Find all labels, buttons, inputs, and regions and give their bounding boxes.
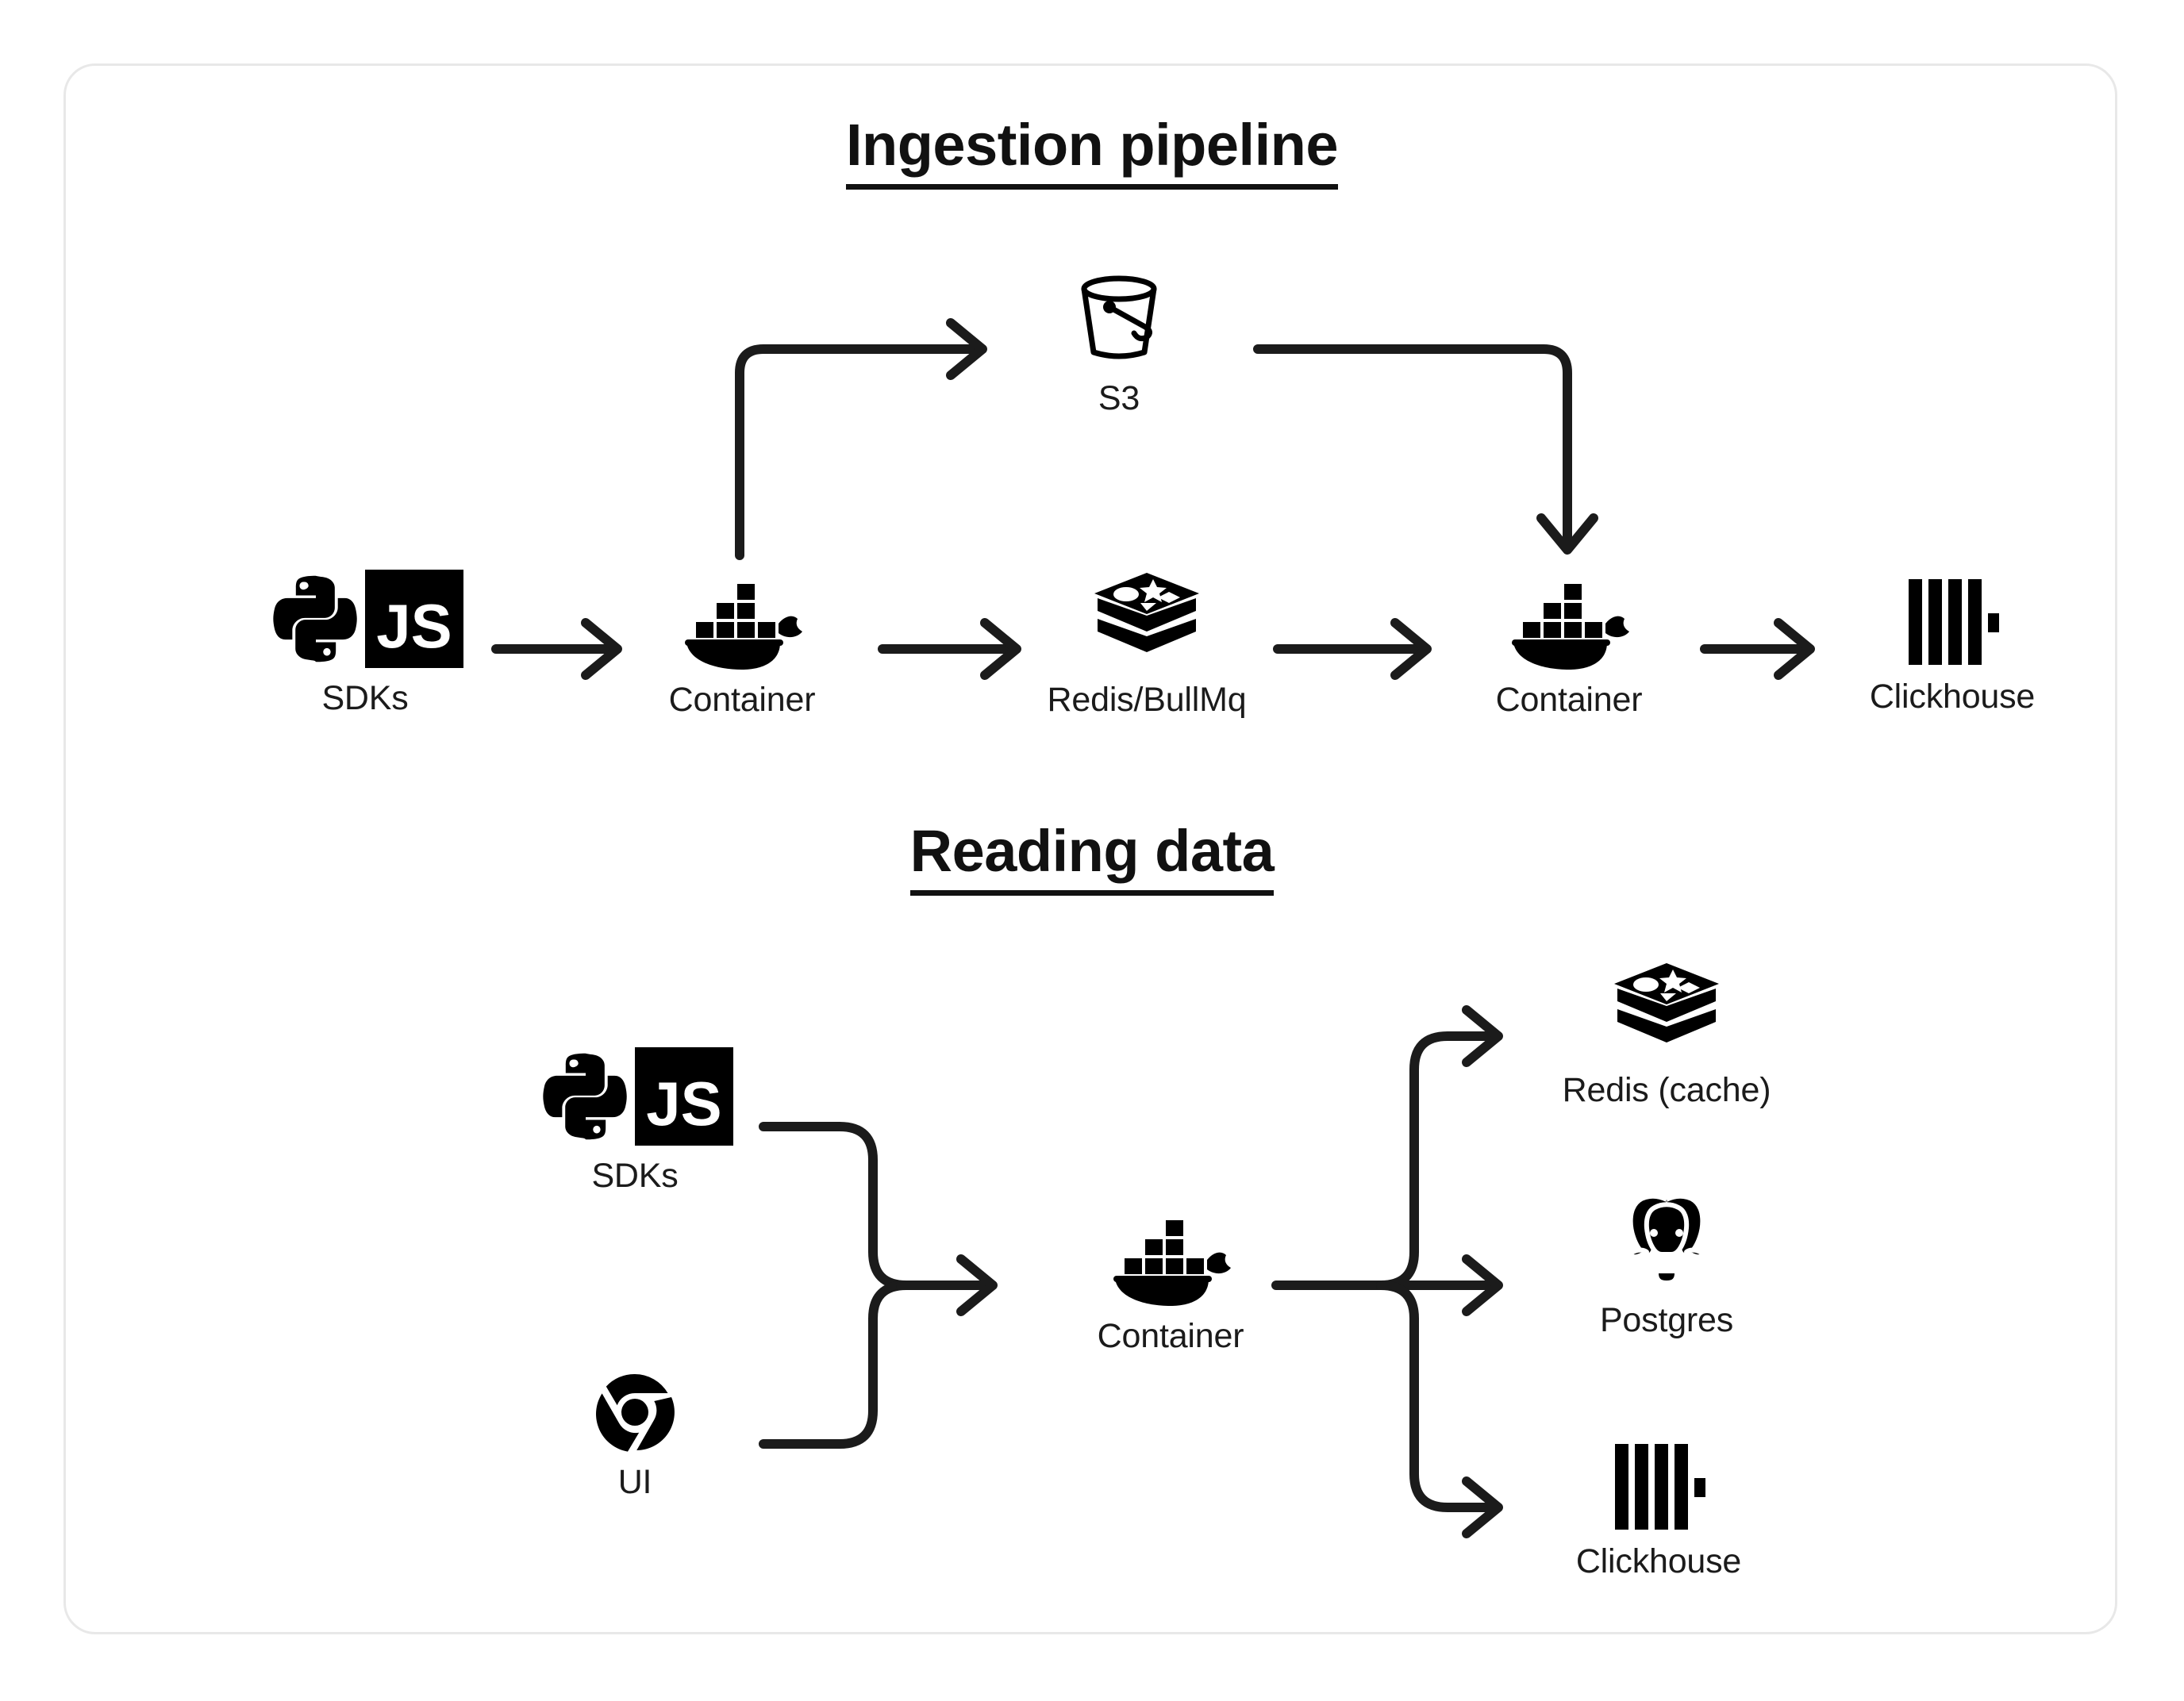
javascript-icon-text: JS (646, 1069, 722, 1138)
docker-icon (1505, 578, 1632, 670)
chrome-icon (595, 1373, 675, 1452)
javascript-icon-text: JS (376, 591, 452, 661)
node-reading-container[interactable]: Container (1055, 1214, 1286, 1356)
node-icons (679, 578, 806, 670)
node-icons (1505, 578, 1632, 670)
node-label: Clickhouse (1575, 1542, 1742, 1580)
node-ingestion-s3[interactable]: S3 (1032, 270, 1206, 418)
node-icons (595, 1373, 675, 1452)
docker-icon (1107, 1214, 1234, 1306)
node-label: S3 (1098, 379, 1140, 417)
node-label: Container (1097, 1317, 1244, 1355)
node-label: UI (617, 1463, 652, 1501)
node-icons (1905, 578, 1999, 666)
node-label: Container (668, 681, 816, 719)
node-icons: JS (536, 1047, 733, 1146)
node-label: Clickhouse (1869, 678, 2036, 716)
section-title-ingestion-text: Ingestion pipeline (845, 112, 1339, 190)
clickhouse-icon (1612, 1442, 1705, 1531)
javascript-icon: JS (635, 1047, 733, 1146)
node-ingestion-container-in[interactable]: Container (627, 578, 857, 720)
node-reading-postgres[interactable]: Postgres (1555, 1190, 1778, 1340)
bucket-icon (1067, 270, 1171, 368)
node-reading-clickhouse[interactable]: Clickhouse (1540, 1442, 1778, 1581)
node-icons (1611, 960, 1722, 1060)
node-label: Container (1495, 681, 1643, 719)
python-icon (536, 1047, 635, 1146)
clickhouse-icon (1905, 578, 1999, 666)
node-reading-ui[interactable]: UI (548, 1373, 722, 1502)
docker-icon (679, 578, 806, 670)
node-label: SDKs (321, 679, 409, 717)
node-label: Redis (cache) (1562, 1071, 1771, 1109)
node-ingestion-clickhouse[interactable]: Clickhouse (1833, 578, 2071, 716)
node-icons (1067, 270, 1171, 368)
node-label: Redis/BullMq (1047, 681, 1247, 719)
postgres-icon (1617, 1190, 1717, 1290)
node-label: SDKs (591, 1157, 679, 1195)
node-reading-sdks[interactable]: JS SDKs (508, 1047, 762, 1196)
section-title-reading-text: Reading data (909, 818, 1275, 896)
python-icon (267, 570, 365, 668)
redis-icon (1611, 960, 1722, 1060)
redis-icon (1091, 570, 1202, 670)
node-ingestion-container-worker[interactable]: Container (1454, 578, 1684, 720)
javascript-icon: JS (365, 570, 463, 668)
node-icons (1612, 1442, 1705, 1531)
node-label: Postgres (1599, 1301, 1734, 1339)
section-title-reading: Reading data (0, 817, 2184, 896)
node-icons (1617, 1190, 1717, 1290)
node-ingestion-sdks[interactable]: JS SDKs (238, 570, 492, 718)
node-icons (1107, 1214, 1234, 1306)
node-ingestion-queue[interactable]: Redis/BullMq (1012, 570, 1282, 720)
node-icons: JS (267, 570, 463, 668)
node-icons (1091, 570, 1202, 670)
node-reading-redis-cache[interactable]: Redis (cache) (1524, 960, 1809, 1110)
section-title-ingestion: Ingestion pipeline (0, 111, 2184, 190)
